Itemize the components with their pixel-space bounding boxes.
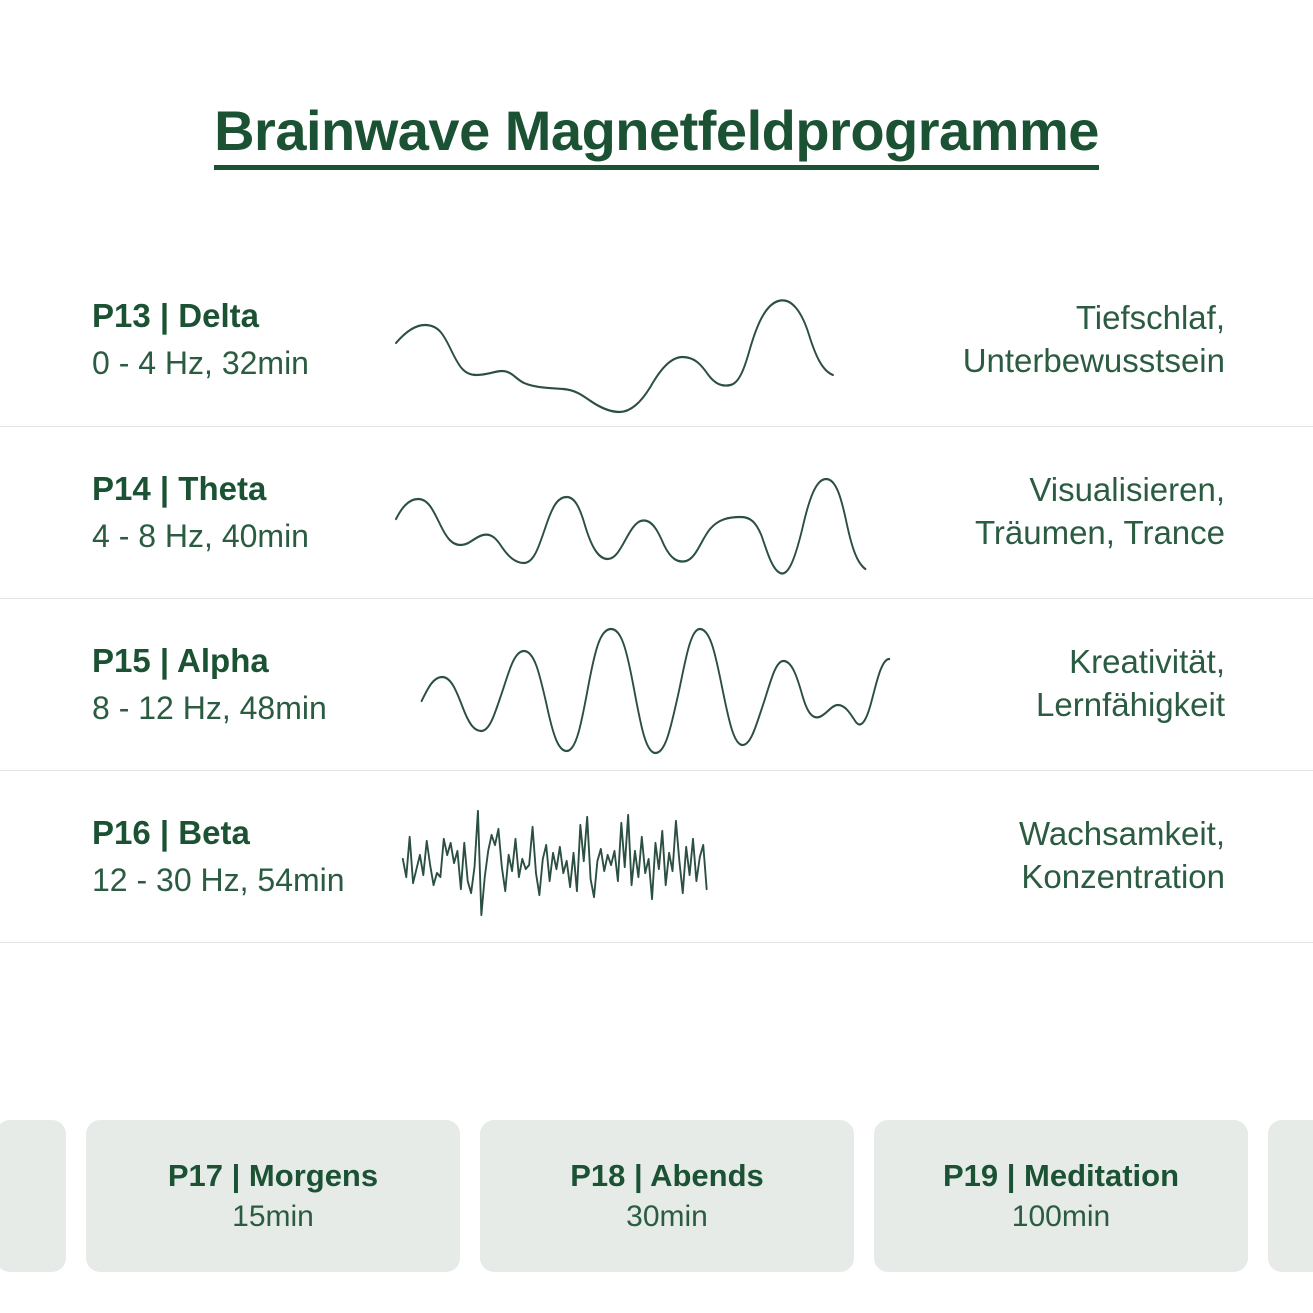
card-title: P17 | Morgens [167,1158,379,1193]
program-benefit: Visualisieren, Träumen, Trance [895,469,1225,555]
page-header: Brainwave Magnetfeldprogramme [0,0,1313,208]
program-benefit: Wachsamkeit, Konzentration [895,813,1225,899]
program-list: P13 | Delta 0 - 4 Hz, 32min Tiefschlaf, … [0,254,1313,943]
benefit-line-1: Kreativität, [1069,643,1225,681]
benefit-line-2: Unterbewusstsein [962,341,1225,379]
program-frequency-duration: 8 - 12 Hz, 48min [92,689,327,726]
program-card-p18[interactable]: P18 | Abends 30min [480,1120,854,1272]
benefit-line-2: Lernfähigkeit [1036,686,1225,724]
theta-waveform-icon [395,437,891,587]
carousel-card-previous-partial[interactable] [0,1120,66,1272]
card-duration: 30min [626,1200,708,1233]
program-name: P15 | Alpha [92,641,269,679]
benefit-line-1: Wachsamkeit, [1019,815,1225,853]
program-card-p17[interactable]: P17 | Morgens 15min [86,1120,460,1272]
program-benefit: Kreativität, Lernfähigkeit [895,641,1225,727]
program-row-beta[interactable]: P16 | Beta 12 - 30 Hz, 54min Wachsamkeit… [0,769,1313,942]
program-row-alpha[interactable]: P15 | Alpha 8 - 12 Hz, 48min Kreativität… [0,597,1313,770]
page-title: Brainwave Magnetfeldprogramme [214,99,1099,171]
benefit-line-1: Visualisieren, [1029,471,1225,509]
program-card-p19[interactable]: P19 | Meditation 100min [874,1120,1248,1272]
program-info: P14 | Theta 4 - 8 Hz, 40min [92,468,392,557]
card-duration: 100min [1011,1200,1111,1233]
card-title: P18 | Abends [570,1158,764,1193]
benefit-line-2: Konzentration [1021,858,1225,896]
carousel-card-next-partial[interactable] [1268,1120,1313,1272]
beta-waveform-icon [396,781,891,931]
program-frequency-duration: 4 - 8 Hz, 40min [92,517,309,554]
program-row-delta[interactable]: P13 | Delta 0 - 4 Hz, 32min Tiefschlaf, … [0,254,1313,426]
program-info: P15 | Alpha 8 - 12 Hz, 48min [92,640,392,729]
program-name: P14 | Theta [92,469,267,507]
card-title: P19 | Meditation [942,1158,1180,1193]
program-name: P16 | Beta [92,813,250,851]
benefit-line-1: Tiefschlaf, [1075,298,1225,336]
program-card-carousel[interactable]: P17 | Morgens 15min P18 | Abends 30min P… [0,1120,1313,1272]
program-benefit: Tiefschlaf, Unterbewusstsein [895,297,1225,383]
delta-waveform-icon [395,265,891,415]
program-info: P16 | Beta 12 - 30 Hz, 54min [92,812,392,901]
card-duration: 15min [232,1200,314,1233]
program-name: P13 | Delta [92,297,259,335]
program-frequency-duration: 12 - 30 Hz, 54min [92,861,345,898]
alpha-waveform-icon [396,609,891,759]
program-frequency-duration: 0 - 4 Hz, 32min [92,345,309,382]
program-row-theta[interactable]: P14 | Theta 4 - 8 Hz, 40min Visualisiere… [0,425,1313,598]
program-info: P13 | Delta 0 - 4 Hz, 32min [92,295,392,384]
benefit-line-2: Träumen, Trance [974,514,1225,552]
